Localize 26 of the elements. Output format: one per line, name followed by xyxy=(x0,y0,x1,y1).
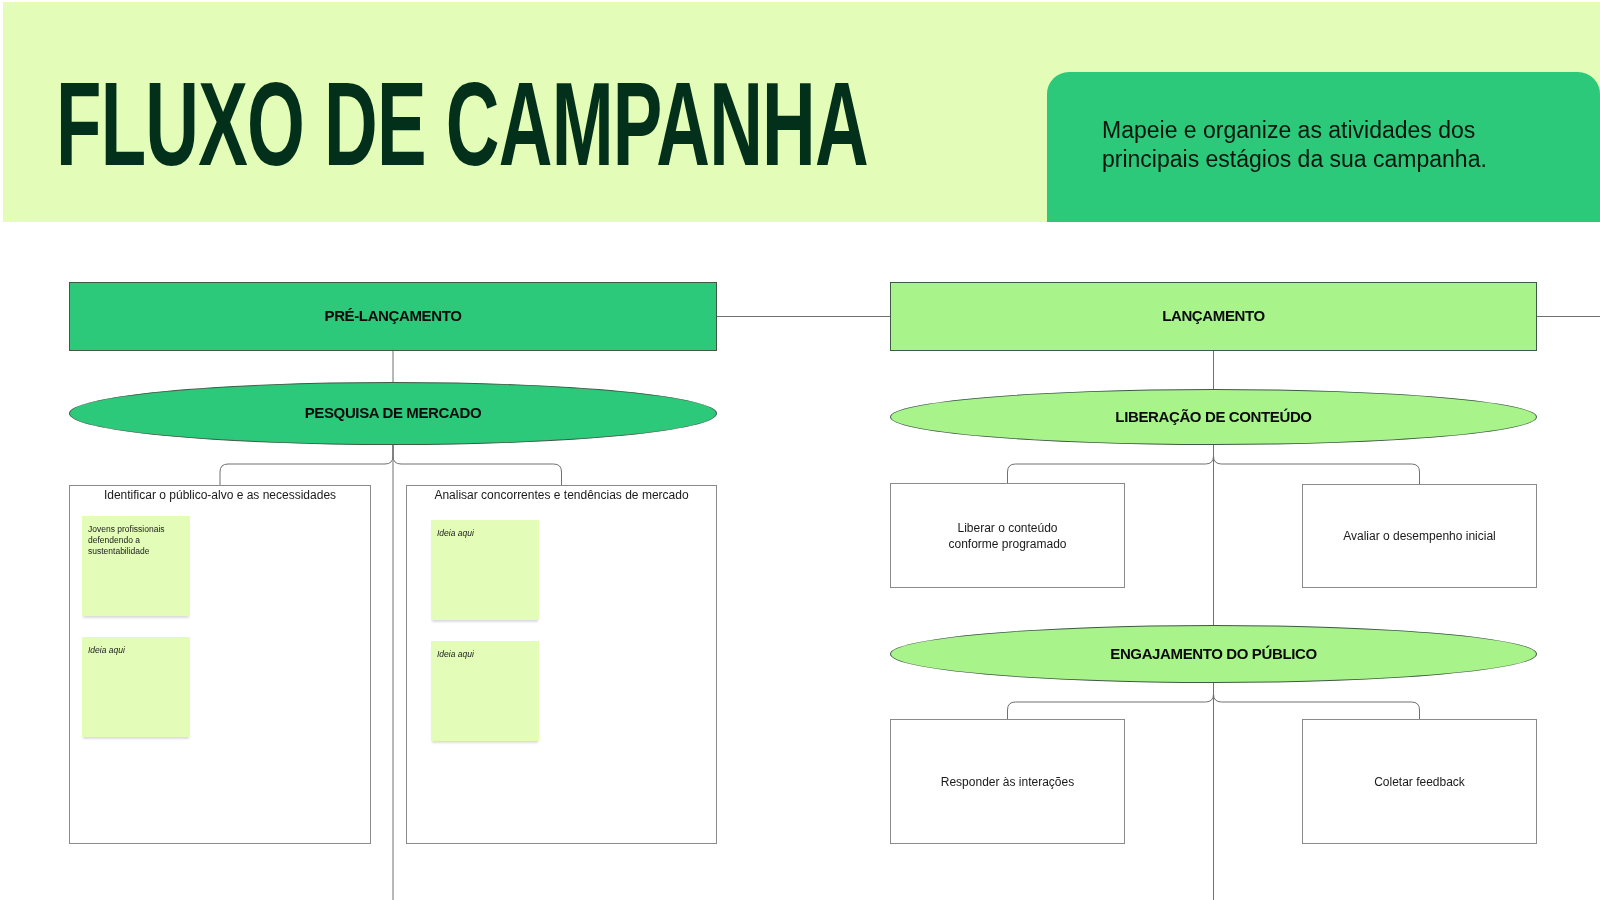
activity-panel xyxy=(69,485,371,844)
sticky-note: Ideia aqui xyxy=(82,637,190,737)
connector-line xyxy=(1213,350,1214,390)
topic-ellipse: LIBERAÇÃO DE CONTEÚDO xyxy=(890,389,1537,445)
connector-line xyxy=(392,350,394,383)
description-card: Mapeie e organize as atividades dos principais estágios da sua campanha. xyxy=(1047,72,1600,222)
activity-panel xyxy=(406,485,717,844)
sticky-note: Ideia aqui xyxy=(431,641,539,741)
topic-ellipse: ENGAJAMENTO DO PÚBLICO xyxy=(890,625,1537,683)
panel-heading: Analisar concorrentes e tendências de mercado xyxy=(434,487,689,503)
connector-line xyxy=(1536,316,1600,317)
connector-line xyxy=(716,316,891,317)
task-box: Avaliar o desempenho inicial xyxy=(1302,484,1537,588)
topic-ellipse: PESQUISA DE MERCADO xyxy=(69,382,717,445)
task-box: Liberar o conteúdo conforme programado xyxy=(890,483,1125,588)
stage-header-box: PRÉ-LANÇAMENTO xyxy=(69,282,717,351)
stage-header-box: LANÇAMENTO xyxy=(890,282,1537,351)
sticky-note: Jovens profissionais defendendo a sustentabilidade xyxy=(82,516,190,616)
connector-line xyxy=(1213,682,1214,900)
page-title: FLUXO DE CAMPANHA xyxy=(56,65,868,183)
connector-line xyxy=(392,444,394,900)
task-box: Responder às interações xyxy=(890,719,1125,844)
connector-line xyxy=(1213,444,1214,626)
sticky-note: Ideia aqui xyxy=(431,520,539,620)
task-box: Coletar feedback xyxy=(1302,719,1537,844)
panel-heading: Identificar o público-alvo e as necessidades xyxy=(103,487,337,503)
